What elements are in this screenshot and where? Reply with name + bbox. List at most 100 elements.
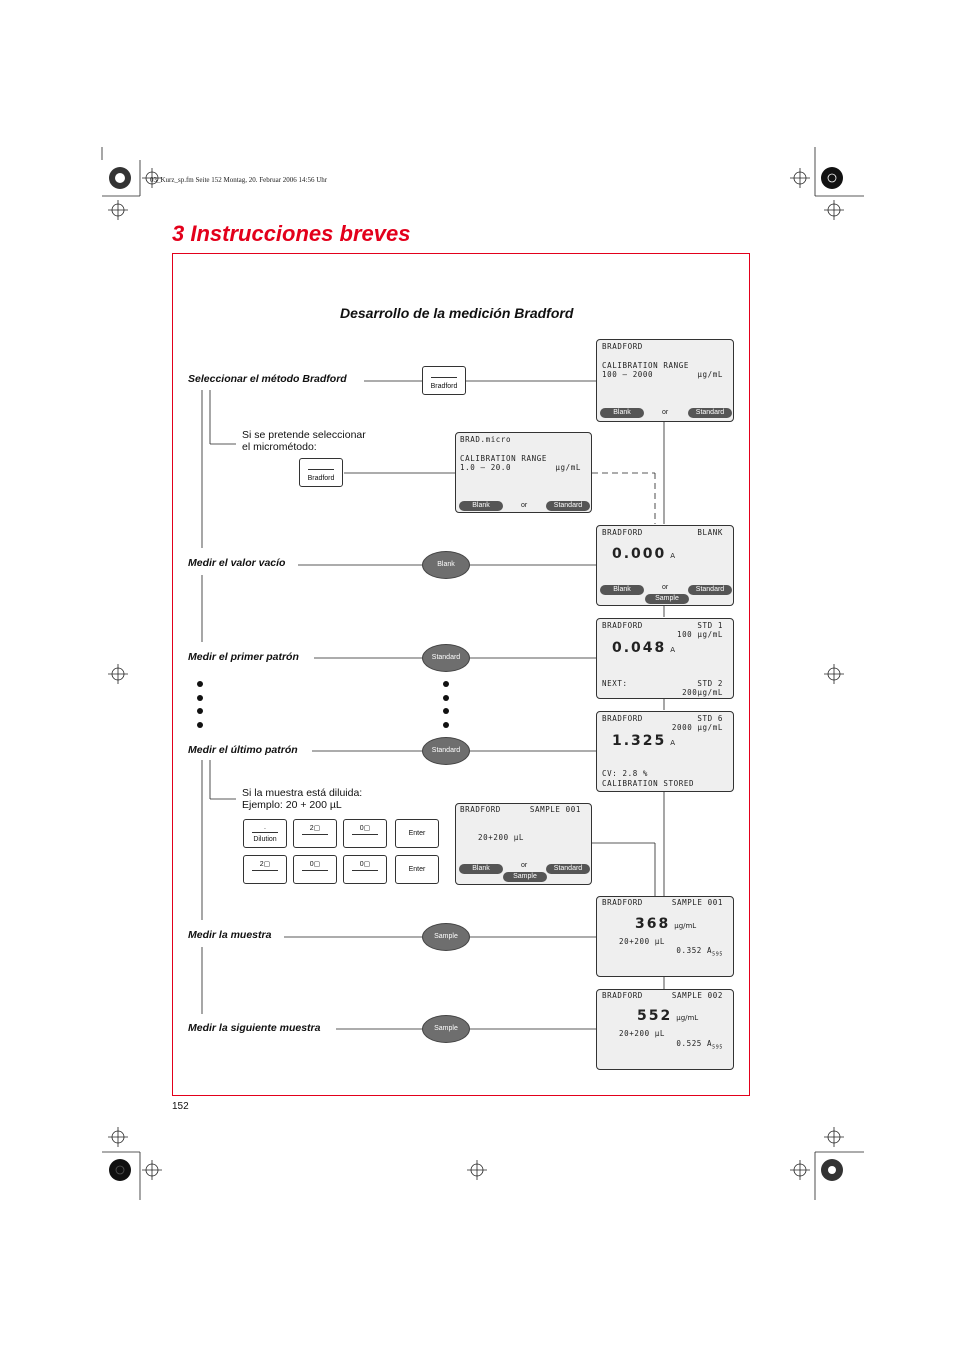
display-line: NEXT: [602, 679, 628, 688]
softkey-blank[interactable]: Blank [600, 408, 644, 418]
digit-2-label: 2▢ [259, 861, 271, 868]
display-unit: µg/mL [555, 463, 581, 472]
value-text: 0.000 [612, 546, 667, 562]
standard-button[interactable]: Standard [422, 644, 470, 672]
standard-button[interactable]: Standard [422, 737, 470, 765]
display-line: CALIBRATION RANGE [602, 361, 689, 370]
bradford-micro-key[interactable]: Bradford [299, 458, 343, 487]
abs-wavelength: 595 [712, 951, 723, 958]
display-line: SAMPLE 001 [529, 805, 581, 814]
value-unit: A [670, 552, 676, 560]
digit-0-key[interactable]: 0▢ [293, 855, 337, 884]
display-line: 200µg/mL [682, 688, 723, 697]
softkey-sample[interactable]: Sample [503, 872, 547, 882]
display-dilution-entry: BRADFORD SAMPLE 001 20+200 µL Blank or S… [455, 803, 592, 885]
enter-key[interactable]: Enter [395, 819, 439, 848]
softkey-blank[interactable]: Blank [459, 864, 503, 874]
softkey-blank[interactable]: Blank [600, 585, 644, 595]
sample-button[interactable]: Sample [422, 1015, 470, 1043]
value-unit: µg/mL [674, 922, 697, 930]
dilution-key[interactable]: . Dilution [243, 819, 287, 848]
page-title: 3 Instrucciones breves [172, 221, 411, 246]
step-measure-first-standard: Medir el primer patrón [188, 651, 299, 663]
display-line: CV: 2.8 % [602, 769, 649, 778]
softkey-sample[interactable]: Sample [645, 594, 689, 604]
display-absorbance: 0.352 A595 [676, 946, 723, 958]
file-header: 03_Kurz_sp.fm Seite 152 Montag, 20. Febr… [150, 176, 328, 184]
ellipsis-dot [197, 681, 203, 687]
value-text: 1.325 [612, 733, 667, 749]
display-line: SAMPLE 002 [671, 991, 723, 1000]
digit-0-label: 0▢ [359, 825, 371, 832]
display-line: 2000 µg/mL [671, 723, 723, 732]
step-measure-sample: Medir la muestra [188, 929, 272, 941]
abs-wavelength: 595 [712, 1044, 723, 1051]
digit-2-label: 2▢ [309, 825, 321, 832]
note-micro-2: el micrométodo: [242, 441, 317, 453]
softkey-standard[interactable]: Standard [688, 585, 732, 595]
bradford-method-key[interactable]: Bradford [422, 366, 466, 395]
display-unit: µg/mL [697, 370, 723, 379]
display-line: STD 2 [697, 679, 723, 688]
enter-key[interactable]: Enter [395, 855, 439, 884]
digit-0-key[interactable]: 0▢ [343, 819, 387, 848]
display-bradford-micro-calibration: BRAD.micro CALIBRATION RANGE 1.0 – 20.0 … [455, 432, 592, 513]
value-text: 0.048 [612, 640, 667, 656]
content-frame [172, 253, 750, 1096]
value-unit: A [670, 646, 676, 654]
ellipsis-dot [197, 722, 203, 728]
softkey-standard[interactable]: Standard [688, 408, 732, 418]
value-unit: µg/mL [676, 1014, 699, 1022]
softkey-blank[interactable]: Blank [459, 501, 503, 511]
abs-text: 0.525 A [676, 1039, 713, 1048]
display-range: 100 – 2000 [602, 370, 654, 379]
digit-0-label: 0▢ [359, 861, 371, 868]
ellipsis-dot [197, 708, 203, 714]
enter-key-label: Enter [408, 830, 426, 837]
display-line: STD 6 [697, 714, 723, 723]
sample-button[interactable]: Sample [422, 923, 470, 951]
display-bradford-calibration: BRADFORD CALIBRATION RANGE 100 – 2000 µg… [596, 339, 734, 422]
value-unit: A [670, 739, 676, 747]
display-line: CALIBRATION STORED [602, 779, 695, 788]
page-number: 152 [172, 1101, 189, 1112]
softkey-standard[interactable]: Standard [546, 501, 590, 511]
display-line: STD 1 [697, 621, 723, 630]
or-label: or [662, 409, 669, 416]
ellipsis-dot [443, 708, 449, 714]
display-line: 20+200 µL [619, 937, 666, 946]
display-line: BRADFORD [602, 714, 643, 723]
dot-key-label: . [264, 824, 266, 831]
digit-2-key[interactable]: 2▢ [243, 855, 287, 884]
display-absorbance: 0.525 A595 [676, 1039, 723, 1051]
display-line: 20+200 µL [619, 1029, 666, 1038]
ellipsis-dot [197, 695, 203, 701]
digit-0-label: 0▢ [309, 861, 321, 868]
note-dilution-2: Ejemplo: 20 + 200 µL [242, 799, 342, 811]
softkey-standard[interactable]: Standard [546, 864, 590, 874]
digit-2-key[interactable]: 2▢ [293, 819, 337, 848]
display-line: SAMPLE 001 [671, 898, 723, 907]
blank-button[interactable]: Blank [422, 551, 470, 579]
digit-0-key[interactable]: 0▢ [343, 855, 387, 884]
ellipsis-dot [443, 681, 449, 687]
display-line: BRADFORD [602, 621, 643, 630]
value-text: 552 [637, 1008, 673, 1024]
bradford-key-label: Bradford [307, 475, 335, 482]
or-label: or [662, 584, 669, 591]
display-line: BRADFORD [602, 528, 643, 537]
dilution-key-label: Dilution [253, 836, 277, 843]
bradford-key-label: Bradford [430, 383, 458, 390]
display-line: 20+200 µL [478, 833, 525, 842]
step-measure-last-standard: Medir el último patrón [188, 744, 298, 756]
or-label: or [521, 502, 528, 509]
step-select-method: Seleccionar el método Bradford [188, 373, 347, 385]
ellipsis-dot [443, 695, 449, 701]
